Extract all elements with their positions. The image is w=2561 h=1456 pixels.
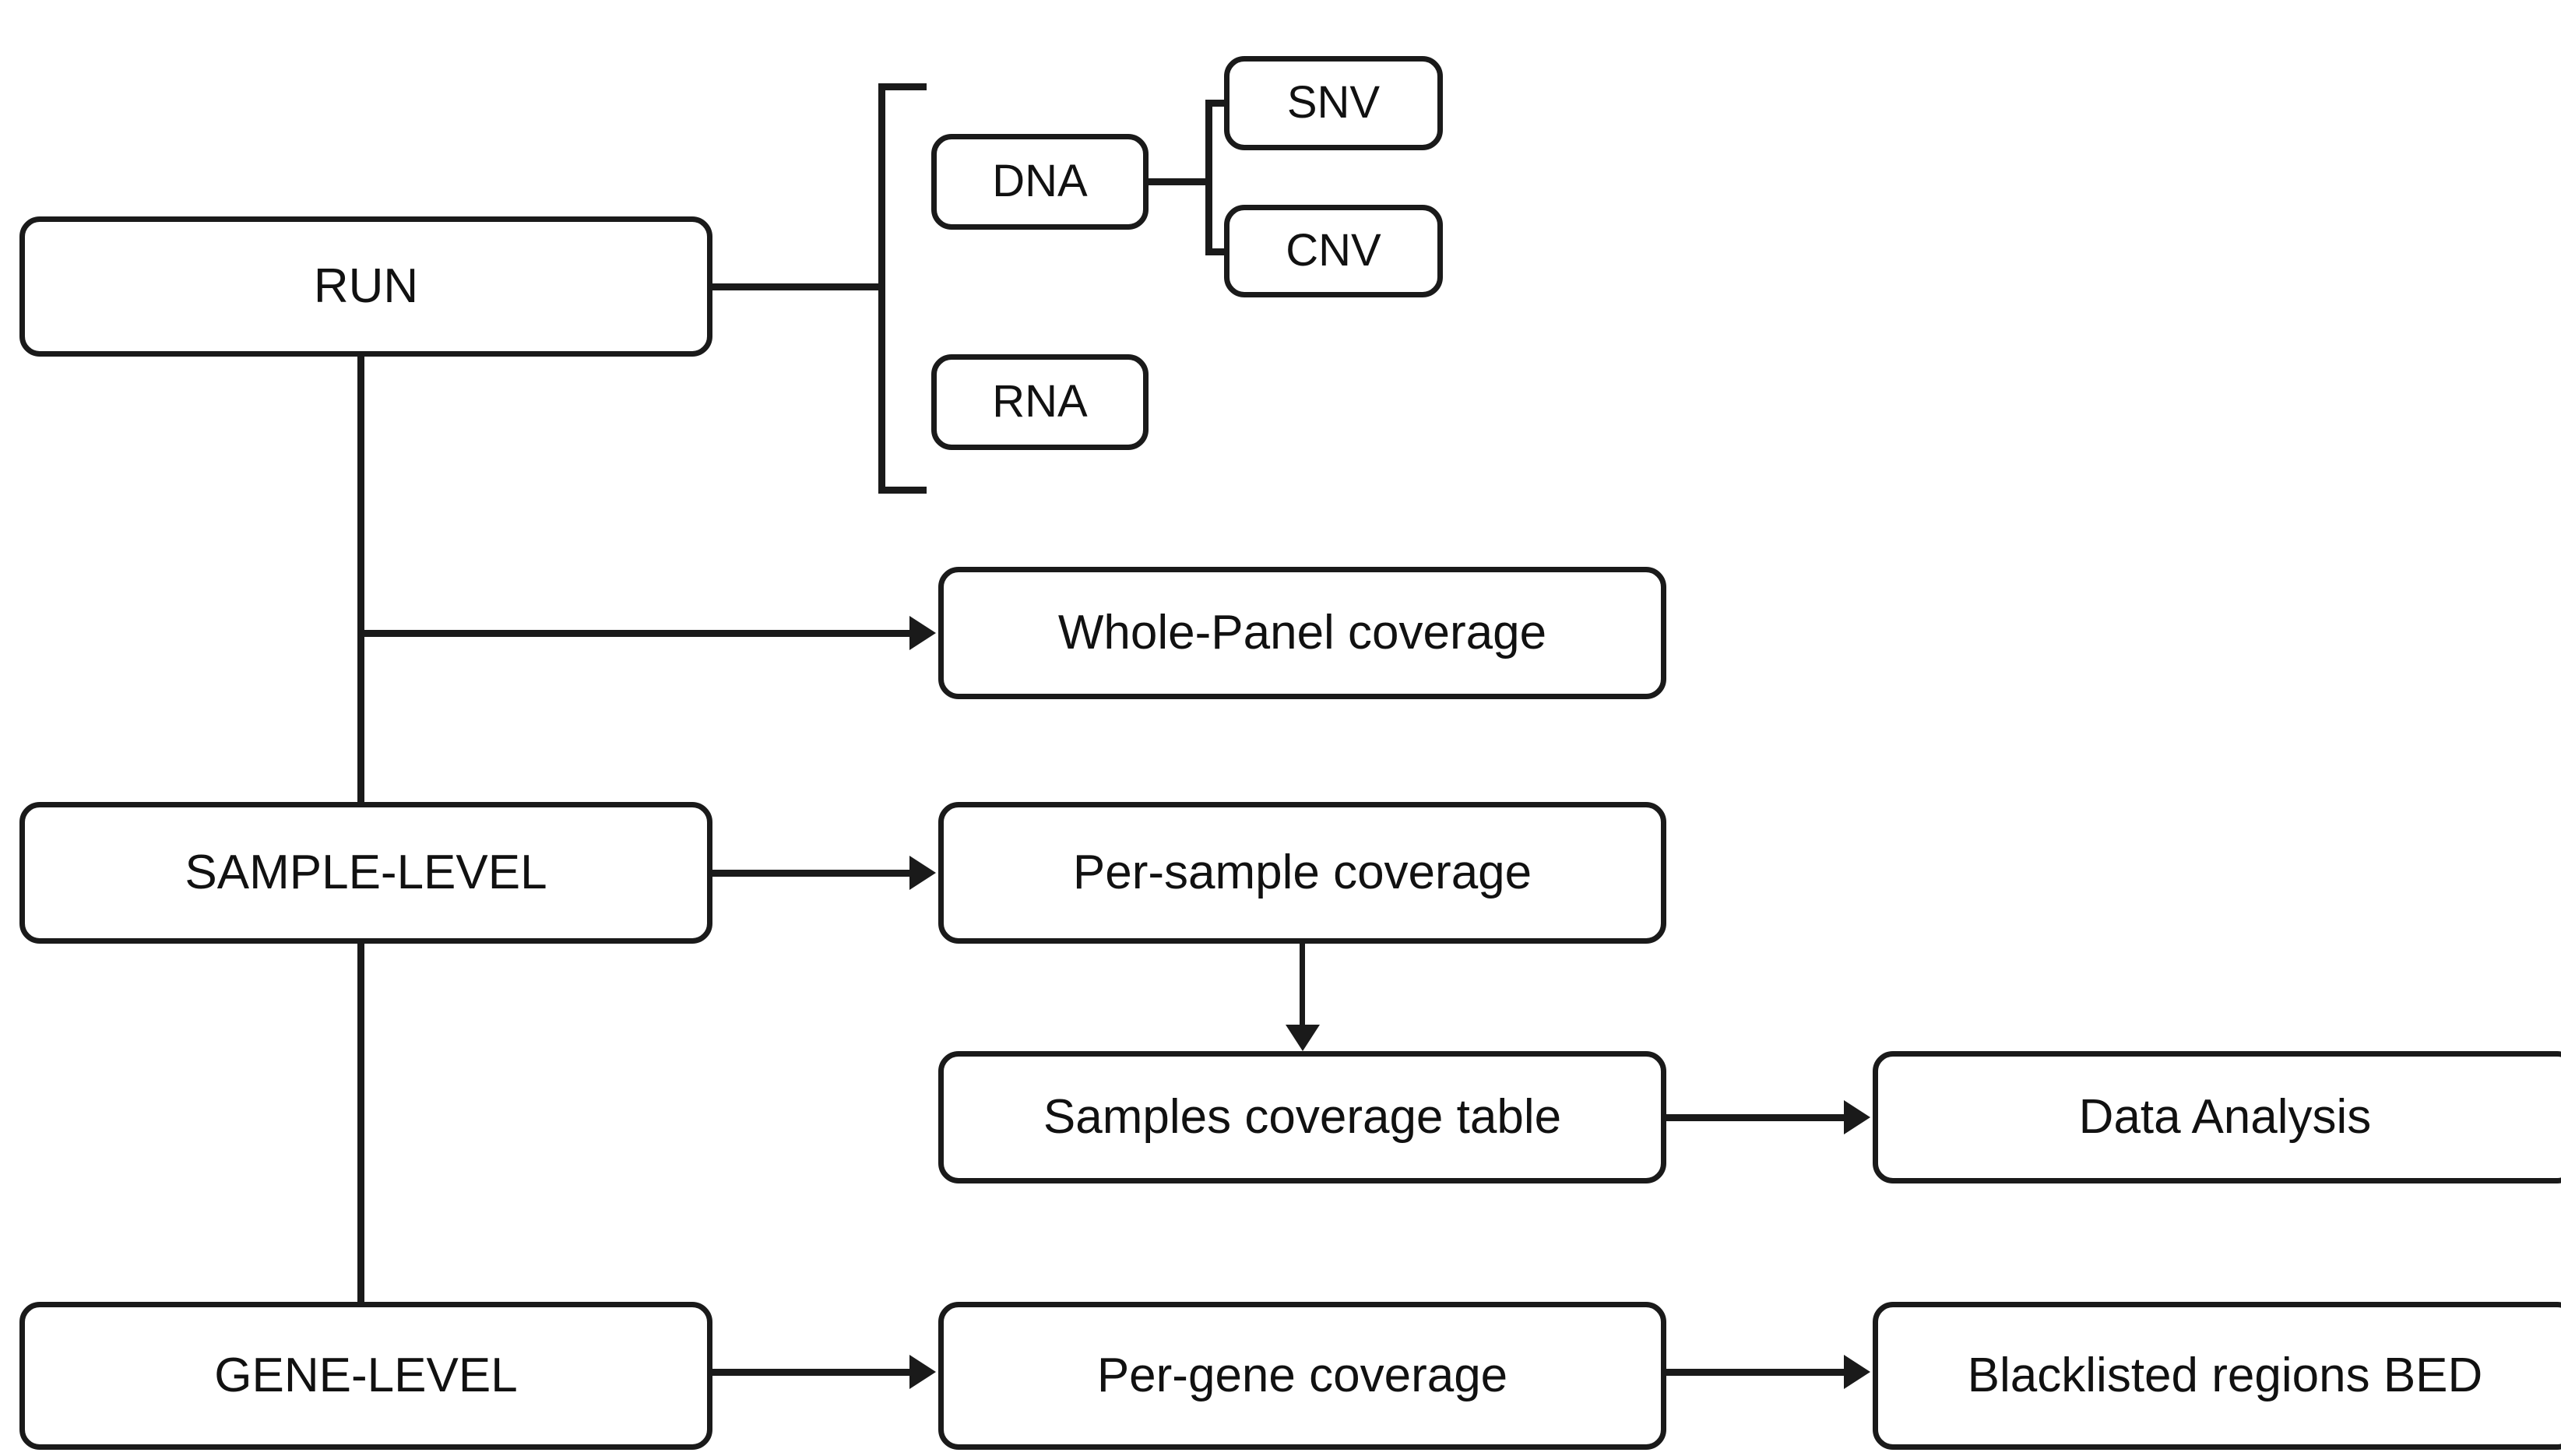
- node-cnv-label: CNV: [1286, 225, 1381, 276]
- node-data-analysis[interactable]: Data Analysis: [1873, 1051, 2561, 1183]
- arrowhead-per-sample-coverage: [909, 856, 936, 890]
- node-snv-label: SNV: [1286, 77, 1381, 128]
- node-data-analysis-label: Data Analysis: [2078, 1090, 2372, 1145]
- node-run-label: RUN: [313, 259, 419, 314]
- arrowhead-per-gene-coverage: [909, 1355, 936, 1389]
- node-rna[interactable]: RNA: [931, 354, 1149, 450]
- node-per-sample-coverage-label: Per-sample coverage: [1072, 846, 1532, 900]
- edge-run-to-whole-panel-coverage: [357, 630, 912, 637]
- edge-dna-stub: [1149, 178, 1211, 185]
- node-gene-level[interactable]: GENE-LEVEL: [19, 1302, 712, 1450]
- assay-bracket-bottom-arm: [878, 487, 927, 494]
- node-whole-panel-coverage[interactable]: Whole-Panel coverage: [938, 567, 1666, 699]
- node-dna[interactable]: DNA: [931, 134, 1149, 230]
- node-blacklisted-regions-bed[interactable]: Blacklisted regions BED: [1873, 1302, 2561, 1450]
- node-samples-coverage-table-label: Samples coverage table: [1043, 1090, 1562, 1145]
- node-blacklisted-regions-bed-label: Blacklisted regions BED: [1967, 1349, 2483, 1403]
- node-snv[interactable]: SNV: [1224, 56, 1443, 150]
- arrowhead-data-analysis: [1844, 1100, 1870, 1134]
- assay-bracket-top-arm: [878, 83, 927, 90]
- arrowhead-samples-coverage-table: [1286, 1025, 1320, 1051]
- node-cnv[interactable]: CNV: [1224, 205, 1443, 297]
- arrowhead-whole-panel-coverage: [909, 616, 936, 650]
- edge-dna-to-cnv: [1205, 248, 1229, 255]
- arrowhead-blacklisted-regions-bed: [1844, 1355, 1870, 1389]
- edge-gene-level-to-per-gene-coverage: [712, 1369, 912, 1376]
- node-per-gene-coverage-label: Per-gene coverage: [1096, 1349, 1508, 1403]
- node-run[interactable]: RUN: [19, 216, 712, 357]
- node-whole-panel-coverage-label: Whole-Panel coverage: [1057, 606, 1547, 660]
- node-dna-label: DNA: [992, 156, 1088, 207]
- node-samples-coverage-table[interactable]: Samples coverage table: [938, 1051, 1666, 1183]
- edge-sample-level-to-per-sample-coverage: [712, 870, 912, 877]
- edge-run-to-sample-level-trunk: [357, 354, 364, 806]
- assay-bracket-spine: [878, 83, 885, 494]
- node-rna-label: RNA: [992, 376, 1088, 427]
- edge-per-sample-to-samples-table: [1300, 944, 1305, 1028]
- edge-samples-table-to-data-analysis: [1666, 1114, 1846, 1121]
- node-per-gene-coverage[interactable]: Per-gene coverage: [938, 1302, 1666, 1450]
- edge-dna-split-spine: [1205, 100, 1212, 255]
- node-sample-level[interactable]: SAMPLE-LEVEL: [19, 802, 712, 944]
- edge-run-to-assay-bracket: [712, 283, 885, 290]
- edge-sample-level-to-gene-level-trunk: [357, 942, 364, 1304]
- edge-per-gene-to-blacklisted-bed: [1666, 1369, 1846, 1376]
- node-per-sample-coverage[interactable]: Per-sample coverage: [938, 802, 1666, 944]
- node-sample-level-label: SAMPLE-LEVEL: [185, 846, 547, 900]
- edge-dna-to-snv: [1205, 100, 1229, 107]
- node-gene-level-label: GENE-LEVEL: [214, 1349, 518, 1403]
